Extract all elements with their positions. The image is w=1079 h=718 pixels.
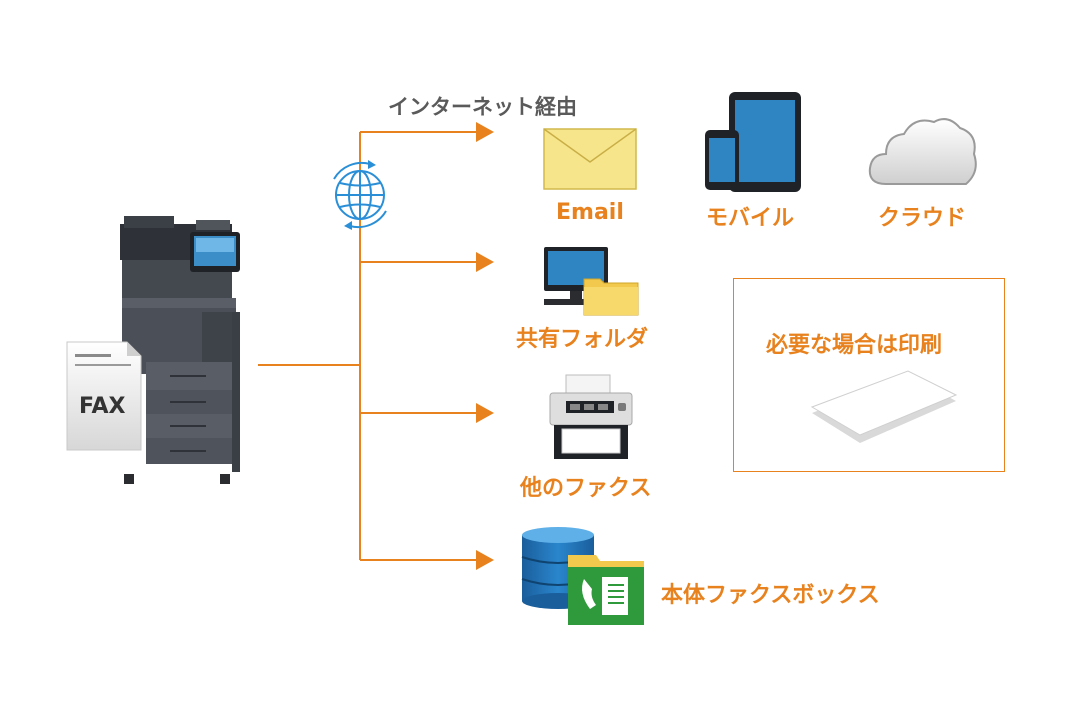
print-box: 必要な場合は印刷 <box>733 278 1005 472</box>
globe-icon <box>333 160 387 230</box>
shared-folder-label: 共有フォルダ <box>516 327 649 352</box>
email-label: Email <box>556 200 624 225</box>
cloud-label: クラウド <box>878 206 967 231</box>
print-box-label: 必要な場合は印刷 <box>766 333 943 358</box>
computer-folder-icon <box>544 247 639 316</box>
internet-label: インターネット経由 <box>388 95 577 119</box>
fax-machine-icon <box>549 374 633 459</box>
paper-stack-icon <box>810 370 958 443</box>
arrow-other-fax <box>476 403 494 423</box>
printer-icon <box>120 216 240 484</box>
arrow-fax-box <box>476 550 494 570</box>
other-fax-label: 他のファクス <box>520 476 652 501</box>
fax-box-label: 本体ファクスボックス <box>661 583 880 608</box>
mobile-label: モバイル <box>706 206 795 231</box>
database-fax-folder-icon <box>521 527 644 625</box>
mobile-devices-icon <box>705 92 801 192</box>
arrow-shared-folder <box>476 252 494 272</box>
fax-sheet: FAX <box>66 341 142 451</box>
fax-sheet-label: FAX <box>79 394 126 419</box>
cloud-icon <box>868 118 977 185</box>
envelope-icon <box>543 128 637 190</box>
arrow-email <box>476 122 494 142</box>
